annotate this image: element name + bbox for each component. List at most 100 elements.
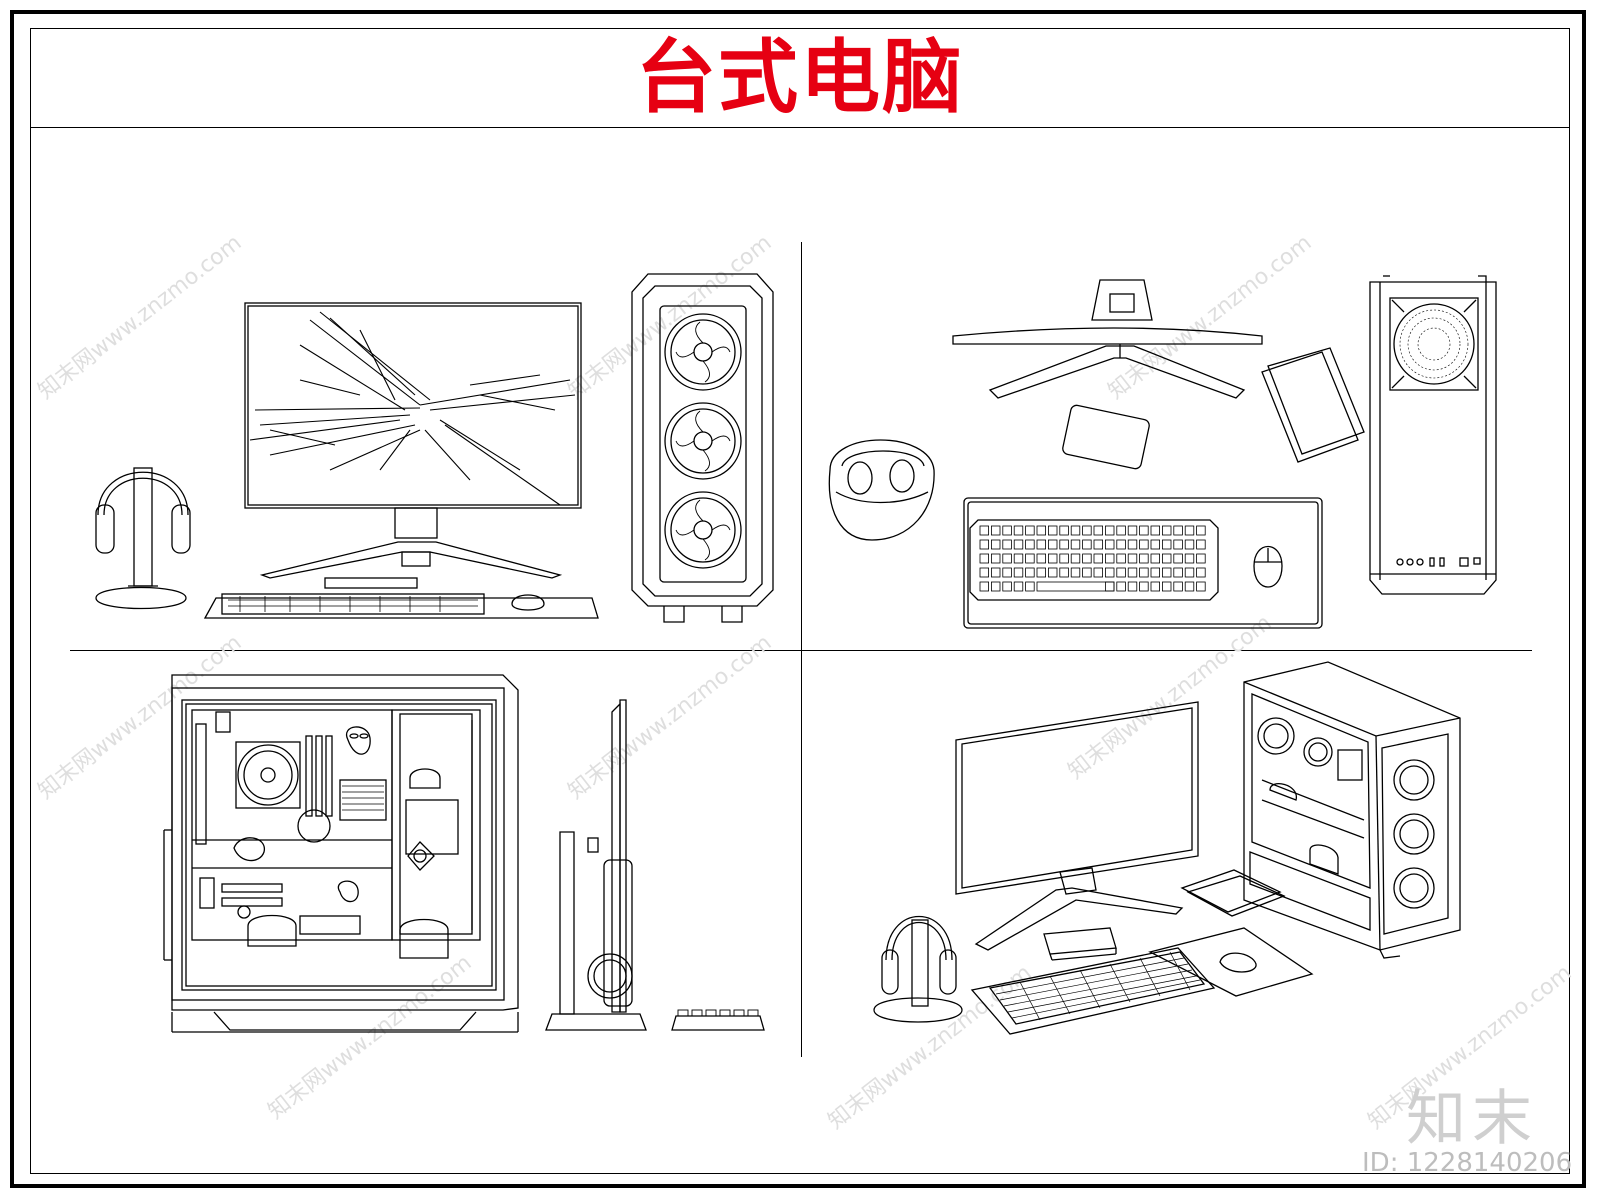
- keycap: [979, 539, 990, 550]
- keycap: [1082, 567, 1092, 578]
- keycap: [1036, 567, 1047, 578]
- pc-case-top-view-icon: [1369, 275, 1497, 595]
- keycap: [1196, 539, 1206, 550]
- keycap: [1048, 553, 1058, 564]
- keycap: [1139, 539, 1149, 550]
- keycap: [1059, 525, 1069, 536]
- keycap: [1116, 525, 1126, 536]
- keycap: [1162, 553, 1172, 564]
- headphones-top-view-icon: [828, 439, 935, 541]
- keycap: [979, 525, 990, 536]
- keycap: [991, 553, 1001, 564]
- keycap: [1025, 567, 1035, 578]
- keycap: [1173, 525, 1183, 536]
- keycap: [1105, 525, 1115, 536]
- keyboard-side-view-icon: [671, 1009, 765, 1031]
- keycap: [1002, 539, 1012, 550]
- keycap: [1150, 525, 1161, 536]
- keycap: [1173, 539, 1183, 550]
- watermark-logo: 知末: [1406, 1084, 1538, 1154]
- spacebar-key: [1036, 581, 1115, 592]
- keycap: [1127, 567, 1138, 578]
- mousepad-small-top-view-icon: [1062, 404, 1150, 470]
- keycap: [991, 581, 1001, 592]
- keycap: [1093, 539, 1104, 550]
- keycap: [1196, 525, 1206, 536]
- inner-frame: [30, 28, 1570, 1174]
- keycap: [1116, 539, 1126, 550]
- keycap: [979, 581, 990, 592]
- keycap: [1196, 553, 1206, 564]
- keycap: [1116, 553, 1126, 564]
- monitor-icon: [244, 302, 582, 579]
- keycap: [991, 525, 1001, 536]
- keycap: [1070, 567, 1081, 578]
- keycap: [1127, 539, 1138, 550]
- keycap: [1013, 553, 1024, 564]
- keycap: [1173, 553, 1183, 564]
- keycap: [1059, 553, 1069, 564]
- keycap: [1013, 567, 1024, 578]
- mouse-top-view-icon: [1253, 546, 1283, 588]
- keycap: [1093, 553, 1104, 564]
- keycap: [1162, 525, 1172, 536]
- keycap: [1127, 581, 1138, 592]
- keycap: [1002, 567, 1012, 578]
- keycap: [1139, 525, 1149, 536]
- keycap: [1173, 567, 1183, 578]
- keycap: [1013, 581, 1024, 592]
- keycap: [1184, 539, 1195, 550]
- keycap: [1162, 539, 1172, 550]
- pc-case-perspective-icon: [1243, 661, 1461, 959]
- keycap: [1082, 539, 1092, 550]
- outer-frame: [10, 10, 1586, 1188]
- keycap: [1116, 581, 1126, 592]
- keycap: [1082, 553, 1092, 564]
- keycap: [1150, 553, 1161, 564]
- keycap: [1036, 553, 1047, 564]
- keycap: [1127, 525, 1138, 536]
- keycap: [991, 567, 1001, 578]
- pc-case-front-icon: [631, 273, 774, 623]
- mouse-perspective-icon: [1219, 952, 1257, 973]
- keycap: [979, 567, 990, 578]
- monitor-perspective-icon: [955, 701, 1199, 951]
- keycap: [1150, 581, 1161, 592]
- keycap: [1025, 553, 1035, 564]
- keycap: [1196, 581, 1206, 592]
- keycap: [1002, 581, 1012, 592]
- keycap: [1105, 553, 1115, 564]
- horizontal-divider: [70, 650, 1532, 651]
- keycap: [1184, 567, 1195, 578]
- keycap: [1139, 567, 1149, 578]
- keycap: [1139, 553, 1149, 564]
- keycap: [1036, 525, 1047, 536]
- monitor-top-view-icon: [952, 279, 1263, 399]
- keycap: [1105, 567, 1115, 578]
- keycap: [1116, 567, 1126, 578]
- mouse-icon: [511, 594, 545, 611]
- keycap: [1013, 525, 1024, 536]
- keycap: [1048, 525, 1058, 536]
- keycap: [1025, 581, 1035, 592]
- keycap: [1196, 567, 1206, 578]
- keycap: [1105, 539, 1115, 550]
- keycap: [1150, 539, 1161, 550]
- title-divider: [30, 127, 1570, 128]
- keycap: [1105, 581, 1115, 592]
- keycap: [1025, 525, 1035, 536]
- papers-perspective-icon: [1180, 869, 1286, 917]
- keycap: [991, 539, 1001, 550]
- keycap: [1093, 525, 1104, 536]
- keycap: [1025, 539, 1035, 550]
- keycap: [979, 553, 990, 564]
- keycap: [1002, 525, 1012, 536]
- keycap: [1173, 581, 1183, 592]
- keycap: [1048, 567, 1058, 578]
- pc-case-open-side-icon: [163, 674, 519, 1033]
- keycap: [1093, 567, 1104, 578]
- keycap: [1127, 553, 1138, 564]
- keycap: [1036, 539, 1047, 550]
- keycap: [1059, 567, 1069, 578]
